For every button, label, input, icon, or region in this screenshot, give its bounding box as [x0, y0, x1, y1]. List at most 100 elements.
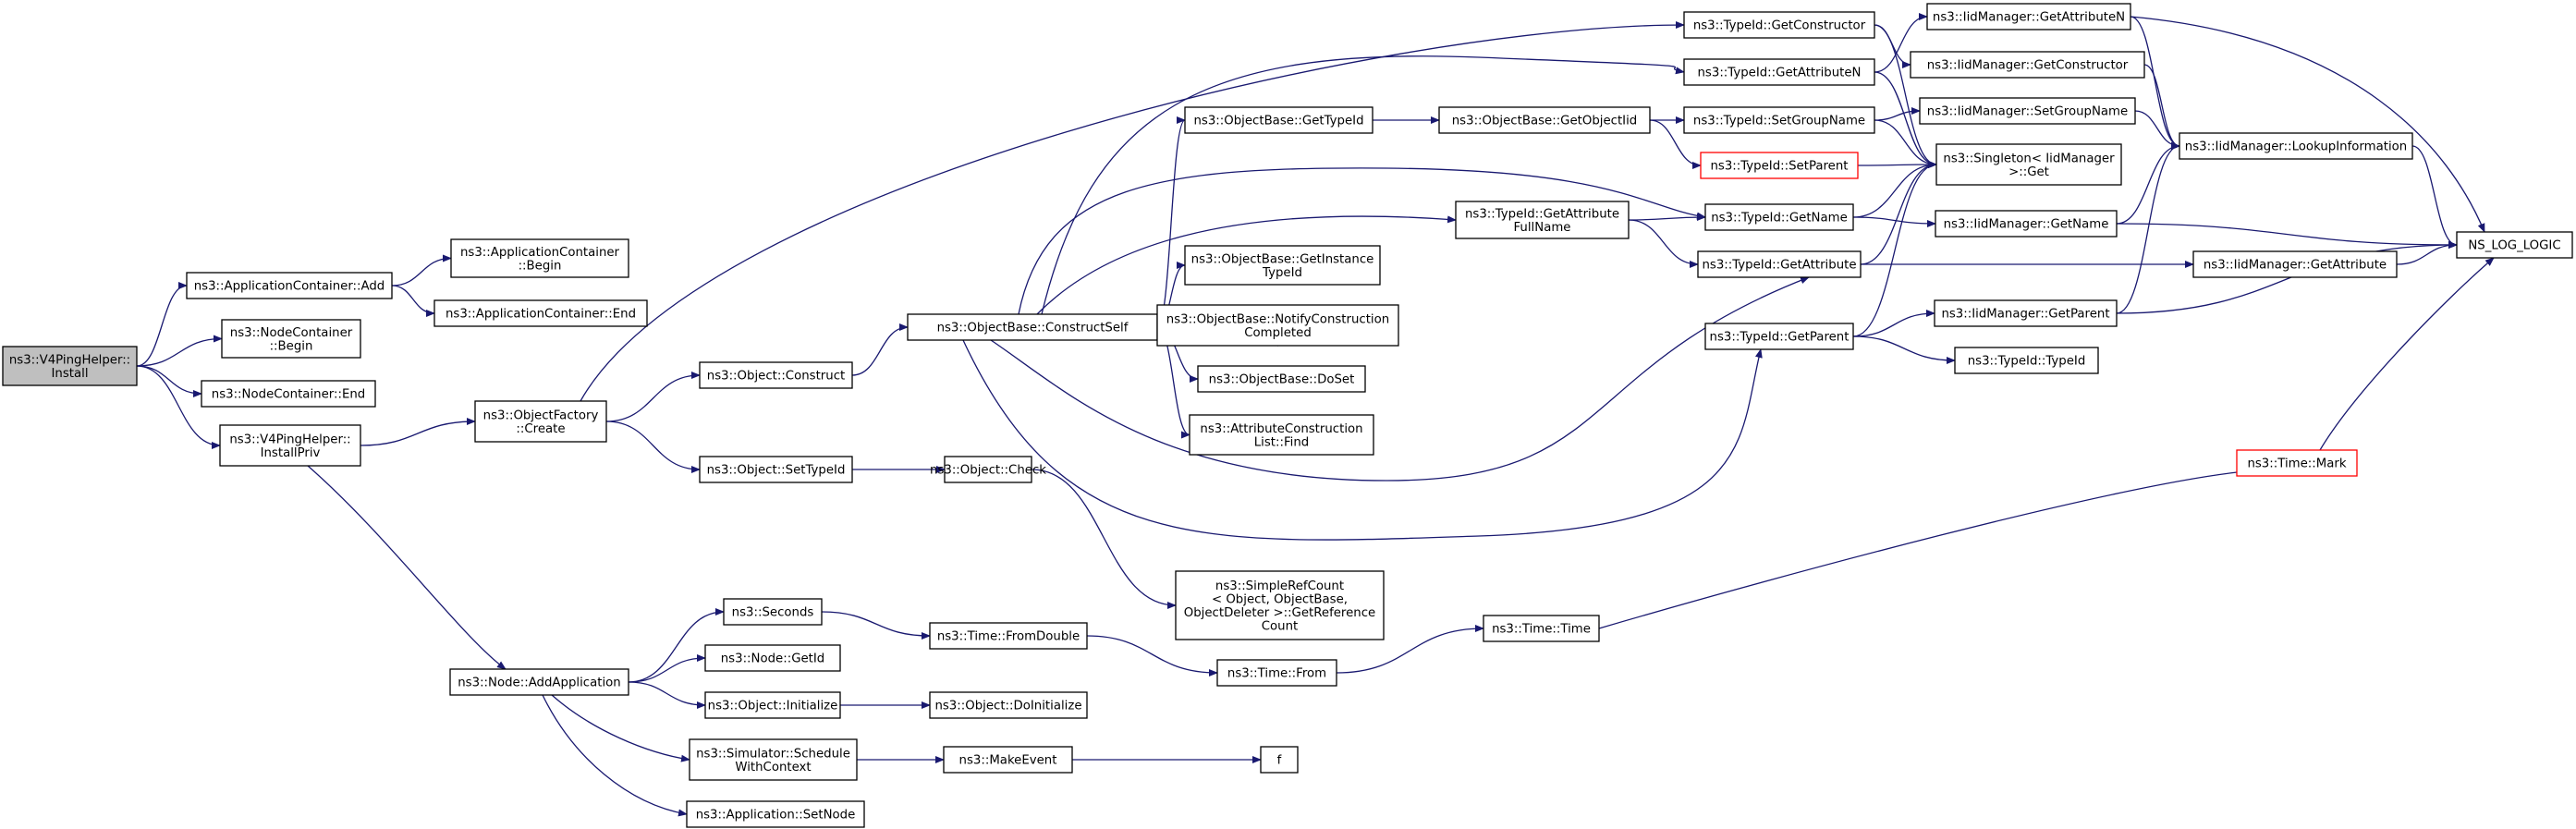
- node-box[interactable]: [219, 424, 361, 467]
- node-n39[interactable]: ns3::Seconds: [723, 598, 823, 626]
- node-box[interactable]: [1189, 414, 1374, 456]
- node-n45[interactable]: ns3::Time::From: [1216, 659, 1337, 687]
- node-n29[interactable]: ns3::IidManager::GetConstructor: [1910, 51, 2145, 79]
- node-n3[interactable]: ns3::ApplicationContainer::End: [433, 299, 648, 327]
- node-n24[interactable]: ns3::TypeId::GetName: [1704, 203, 1854, 231]
- node-n46[interactable]: ns3::Time::Time: [1483, 615, 1600, 642]
- node-box[interactable]: [699, 361, 853, 389]
- node-n35[interactable]: ns3::IidManager::LookupInformation: [2179, 132, 2413, 160]
- node-box[interactable]: [1260, 746, 1299, 774]
- node-box[interactable]: [929, 691, 1088, 719]
- node-box[interactable]: [1184, 245, 1381, 286]
- node-box[interactable]: [2236, 449, 2358, 477]
- node-box[interactable]: [1919, 97, 2136, 125]
- node-box[interactable]: [1683, 106, 1875, 134]
- node-n32[interactable]: ns3::IidManager::GetAttribute: [2192, 250, 2398, 278]
- node-box[interactable]: [186, 272, 393, 299]
- node-n10[interactable]: ns3::ObjectBase::ConstructSelf: [907, 313, 1158, 341]
- node-box[interactable]: [433, 299, 648, 327]
- node-n23[interactable]: ns3::TypeId::SetParent: [1700, 152, 1859, 179]
- node-box[interactable]: [2192, 250, 2398, 278]
- node-n17[interactable]: ns3::SimpleRefCount< Object, ObjectBase,…: [1175, 570, 1385, 640]
- node-n34[interactable]: ns3::TypeId::TypeId: [1954, 347, 2099, 374]
- node-box[interactable]: [1910, 51, 2145, 79]
- node-box[interactable]: [450, 238, 629, 278]
- node-box[interactable]: [2, 346, 138, 386]
- node-box[interactable]: [1683, 58, 1875, 86]
- node-n4[interactable]: ns3::NodeContainer::Begin: [221, 319, 361, 359]
- node-box[interactable]: [221, 319, 361, 359]
- node-n9[interactable]: ns3::Object::SetTypeId: [699, 456, 853, 483]
- node-n18[interactable]: ns3::ObjectBase::GetObjectIid: [1438, 106, 1651, 134]
- node-box[interactable]: [474, 400, 607, 443]
- node-n27[interactable]: ns3::Singleton< IidManager>::Get: [1935, 143, 2122, 186]
- node-n30[interactable]: ns3::IidManager::SetGroupName: [1919, 97, 2136, 125]
- node-box[interactable]: [2456, 231, 2573, 259]
- node-n33[interactable]: ns3::IidManager::GetParent: [1934, 299, 2118, 327]
- node-box[interactable]: [1704, 203, 1854, 231]
- node-box[interactable]: [1935, 143, 2122, 186]
- node-box[interactable]: [2179, 132, 2413, 160]
- node-n7[interactable]: ns3::ObjectFactory::Create: [474, 400, 607, 443]
- node-box[interactable]: [723, 598, 823, 626]
- node-box[interactable]: [1954, 347, 2099, 374]
- node-n36[interactable]: NS_LOG_LOGIC: [2456, 231, 2573, 259]
- node-n15[interactable]: ns3::ObjectBase::DoSet: [1197, 365, 1366, 393]
- node-n8[interactable]: ns3::Object::Construct: [699, 361, 853, 389]
- node-n21[interactable]: ns3::TypeId::GetAttributeN: [1683, 58, 1875, 86]
- node-box[interactable]: [943, 746, 1073, 774]
- node-box[interactable]: [1175, 570, 1385, 640]
- node-box[interactable]: [689, 738, 858, 781]
- node-n48[interactable]: ns3::MakeEvent: [943, 746, 1073, 774]
- node-n22[interactable]: ns3::TypeId::SetGroupName: [1683, 106, 1875, 134]
- node-n2[interactable]: ns3::ApplicationContainer::Begin: [450, 238, 629, 278]
- node-box[interactable]: [449, 668, 629, 696]
- node-box[interactable]: [201, 380, 376, 408]
- node-n25[interactable]: ns3::TypeId::GetAttribute: [1697, 250, 1862, 278]
- node-n26[interactable]: ns3::TypeId::GetParent: [1704, 323, 1854, 350]
- node-box[interactable]: [1455, 201, 1630, 239]
- node-n14[interactable]: ns3::ObjectBase::NotifyConstructionCompl…: [1156, 304, 1399, 347]
- node-box[interactable]: [1438, 106, 1651, 134]
- node-box[interactable]: [1934, 299, 2118, 327]
- node-n20[interactable]: ns3::TypeId::GetConstructor: [1683, 11, 1875, 39]
- node-n47[interactable]: ns3::Object::DoInitialize: [929, 691, 1088, 719]
- node-n1[interactable]: ns3::ApplicationContainer::Add: [186, 272, 393, 299]
- node-box[interactable]: [944, 456, 1032, 483]
- node-n12[interactable]: ns3::ObjectBase::GetTypeId: [1184, 106, 1373, 134]
- node-box[interactable]: [1197, 365, 1366, 393]
- node-n31[interactable]: ns3::IidManager::GetName: [1935, 210, 2118, 238]
- node-box[interactable]: [1704, 323, 1854, 350]
- node-n49[interactable]: f: [1260, 746, 1299, 774]
- node-box[interactable]: [686, 800, 865, 828]
- node-box[interactable]: [1156, 304, 1399, 347]
- node-n41[interactable]: ns3::Object::Initialize: [704, 691, 841, 719]
- node-box[interactable]: [1926, 3, 2131, 30]
- node-n40[interactable]: ns3::Node::GetId: [704, 644, 841, 672]
- node-n5[interactable]: ns3::NodeContainer::End: [201, 380, 376, 408]
- node-n0[interactable]: ns3::V4PingHelper::Install: [2, 346, 138, 386]
- node-n28[interactable]: ns3::IidManager::GetAttributeN: [1926, 3, 2131, 30]
- node-box[interactable]: [1216, 659, 1337, 687]
- node-box[interactable]: [699, 456, 853, 483]
- node-box[interactable]: [1697, 250, 1862, 278]
- node-box[interactable]: [1935, 210, 2118, 238]
- node-n11[interactable]: ns3::Object::Check: [930, 456, 1046, 483]
- node-n44[interactable]: ns3::Time::FromDouble: [929, 622, 1088, 650]
- node-box[interactable]: [929, 622, 1088, 650]
- node-box[interactable]: [907, 313, 1158, 341]
- node-box[interactable]: [704, 644, 841, 672]
- node-n43[interactable]: ns3::Application::SetNode: [686, 800, 865, 828]
- node-box[interactable]: [1483, 615, 1600, 642]
- node-n37[interactable]: ns3::Time::Mark: [2236, 449, 2358, 477]
- node-box[interactable]: [1683, 11, 1875, 39]
- node-n6[interactable]: ns3::V4PingHelper::InstallPriv: [219, 424, 361, 467]
- node-box[interactable]: [704, 691, 841, 719]
- node-n38[interactable]: ns3::Node::AddApplication: [449, 668, 629, 696]
- node-box[interactable]: [1700, 152, 1859, 179]
- node-box[interactable]: [1184, 106, 1373, 134]
